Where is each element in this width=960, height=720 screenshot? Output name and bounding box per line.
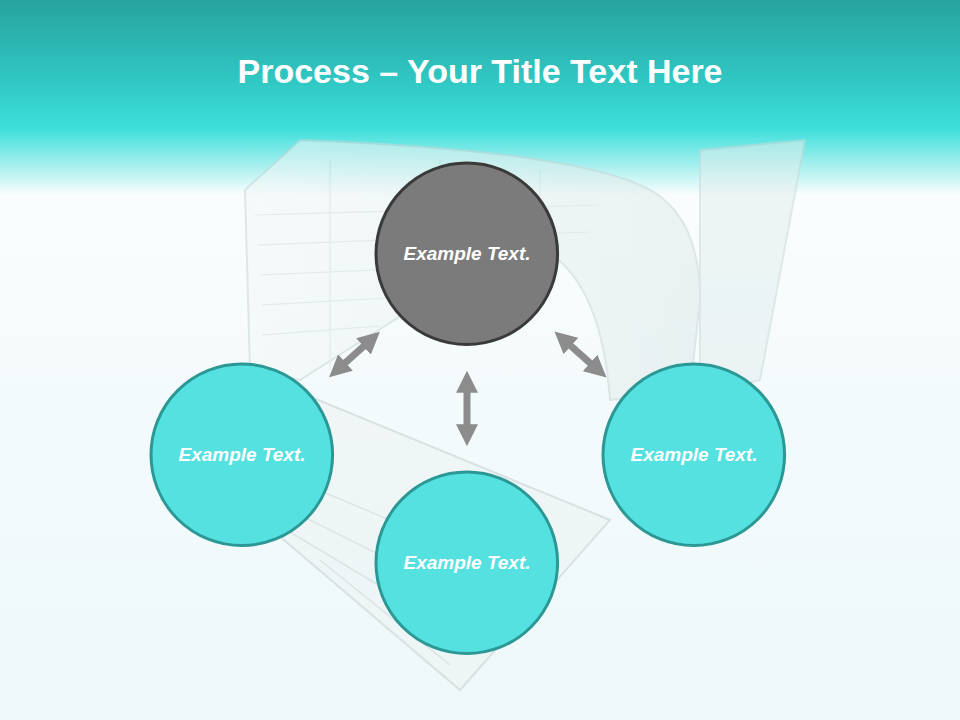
process-circle: Example Text. xyxy=(149,362,335,548)
process-circle: Example Text. xyxy=(374,470,560,656)
node-text: Example Text. xyxy=(381,548,552,577)
node-text: Example Text. xyxy=(156,440,327,469)
double-arrow xyxy=(463,382,470,435)
circle-shape xyxy=(151,364,333,546)
circle-shape xyxy=(376,472,558,654)
double-arrow xyxy=(337,339,371,370)
process-circle: Example Text. xyxy=(601,362,787,548)
slide-title: Process – Your Title Text Here xyxy=(0,52,960,91)
node-text: Example Text. xyxy=(381,239,552,268)
circle-shape xyxy=(603,364,785,546)
double-arrow xyxy=(563,339,599,371)
circle-shape xyxy=(376,163,558,345)
node-text: Example Text. xyxy=(608,440,779,469)
process-circle: Example Text. xyxy=(374,161,560,347)
